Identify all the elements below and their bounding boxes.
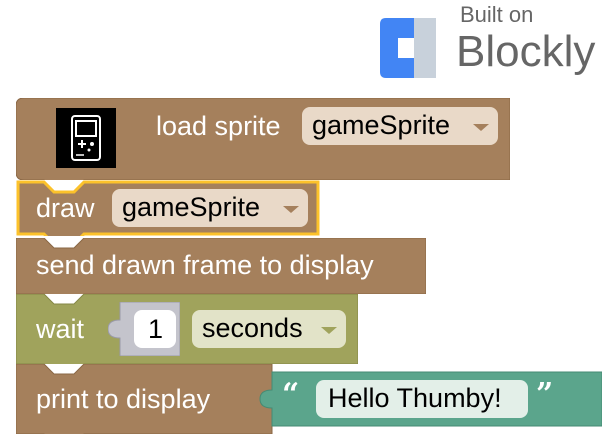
print-text-value: Hello Thumby!	[328, 383, 502, 413]
chevron-down-icon	[473, 124, 489, 131]
print-block[interactable]: print to display “ Hello Thumby! ”	[16, 364, 602, 434]
draw-label: draw	[36, 193, 95, 223]
wait-number-input[interactable]: 1	[134, 310, 176, 348]
wait-unit-dropdown[interactable]: seconds	[192, 310, 346, 348]
load-sprite-block[interactable]: load sprite gameSprite	[16, 98, 510, 180]
load-sprite-dropdown[interactable]: gameSprite	[302, 107, 498, 145]
load-sprite-label: load sprite	[156, 111, 281, 141]
wait-number-socket[interactable]: 1	[108, 302, 180, 356]
wait-label: wait	[36, 314, 85, 344]
print-label: print to display	[36, 384, 211, 414]
wait-block[interactable]: wait 1 seconds	[16, 294, 358, 364]
chevron-down-icon	[283, 206, 299, 213]
blockly-wordmark: Blockly	[456, 27, 596, 76]
load-sprite-dropdown-value: gameSprite	[312, 110, 451, 140]
print-text-input[interactable]: Hello Thumby!	[316, 380, 528, 418]
text-close-quote: ”	[536, 377, 554, 412]
draw-block[interactable]: draw gameSprite	[16, 180, 320, 236]
chevron-down-icon	[321, 327, 337, 334]
draw-dropdown[interactable]: gameSprite	[112, 189, 308, 227]
send-frame-block[interactable]: send drawn frame to display	[16, 238, 426, 294]
draw-dropdown-value: gameSprite	[122, 192, 261, 222]
built-on-label: Built on	[460, 2, 534, 27]
send-frame-label: send drawn frame to display	[36, 250, 374, 280]
wait-unit-value: seconds	[202, 313, 303, 343]
handheld-console-icon	[56, 108, 116, 168]
wait-number-value: 1	[148, 314, 164, 344]
text-open-quote: “	[282, 377, 300, 412]
blockly-logo-icon	[380, 18, 436, 78]
blockly-branding: Built on Blockly	[378, 4, 606, 82]
